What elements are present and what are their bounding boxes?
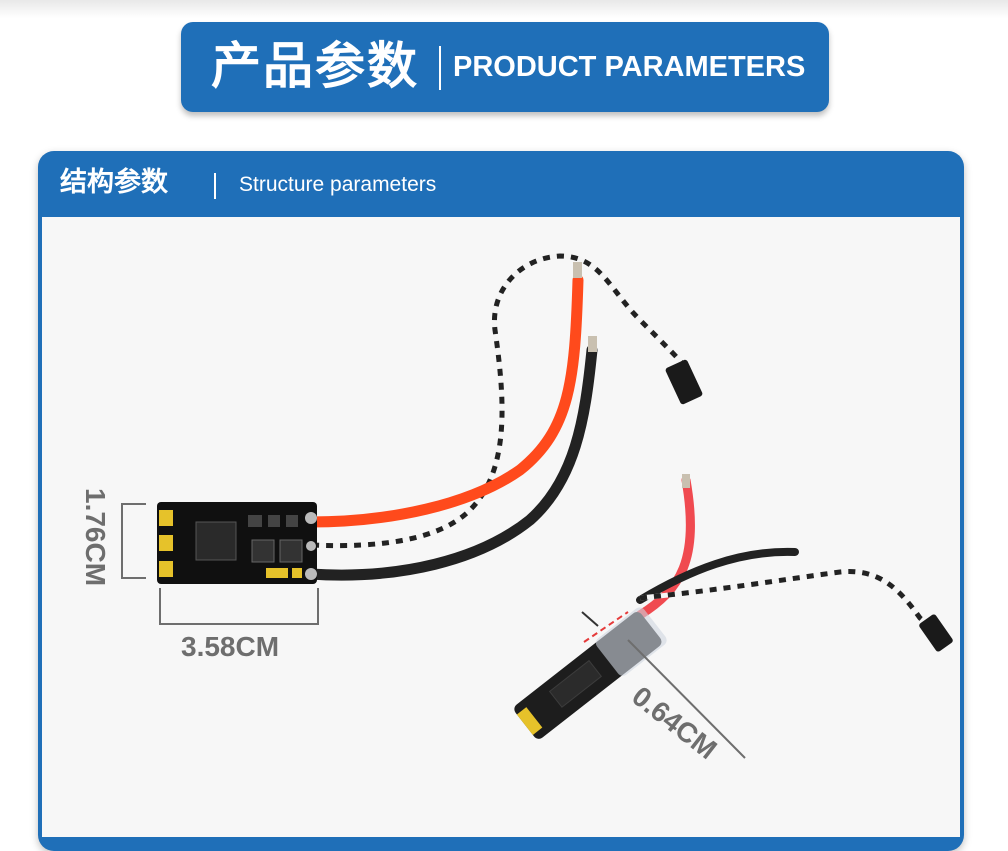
height-label: 1.76CM [80, 488, 111, 586]
solder-joint-3 [305, 568, 317, 580]
title-banner: 产品参数 PRODUCT PARAMETERS [181, 22, 829, 112]
esc-product-illustration: 1.76CM 3.58CM 0.64CM [80, 253, 953, 765]
side-signal-connector [919, 614, 953, 652]
structure-parameters-panel: 结构参数 Structure parameters [38, 151, 964, 851]
esc-side-label [548, 659, 603, 708]
mcu-chip [195, 521, 237, 561]
motor-pad-2 [159, 535, 173, 551]
banner-title-chinese: 产品参数 [211, 37, 419, 95]
component-3 [286, 515, 298, 527]
side-red-wire [635, 475, 695, 620]
black-wire-tip [588, 336, 597, 352]
top-shadow [0, 0, 1008, 18]
solder-joint-1 [305, 512, 317, 524]
banner-title-english: PRODUCT PARAMETERS [453, 51, 806, 83]
solder-joint-2 [306, 541, 316, 551]
height-dimension [121, 503, 146, 579]
section-title-chinese: 结构参数 [60, 167, 168, 198]
esc-top-view [157, 253, 703, 584]
capacitor-1 [266, 568, 288, 578]
component-1 [248, 515, 262, 527]
capacitor-2 [292, 568, 302, 578]
thickness-dimension [581, 611, 746, 759]
component-2 [268, 515, 280, 527]
esc-heatshrink-clear [595, 607, 667, 676]
red-power-wire [304, 274, 584, 528]
esc-side-view [514, 474, 953, 739]
side-signal-wire [639, 569, 942, 637]
black-power-wire [304, 344, 598, 581]
component-4 [251, 539, 275, 563]
thickness-label: 0.64CM [626, 680, 722, 765]
motor-pad-1 [159, 510, 173, 526]
section-title-english: Structure parameters [239, 173, 437, 196]
width-label: 3.58CM [181, 631, 279, 662]
motor-pad-3 [159, 561, 173, 577]
signal-connector [665, 359, 703, 405]
esc-gold-edge [516, 707, 543, 735]
red-wire-tip [573, 262, 582, 278]
width-dimension [159, 588, 319, 625]
side-red-wire-tip [682, 474, 690, 488]
side-black-wire [636, 547, 799, 604]
component-5 [279, 539, 303, 563]
signal-wire-black-twist [311, 253, 692, 549]
side-signal-wire-twist [639, 569, 942, 637]
banner-divider [439, 46, 441, 90]
section-divider [214, 173, 216, 199]
